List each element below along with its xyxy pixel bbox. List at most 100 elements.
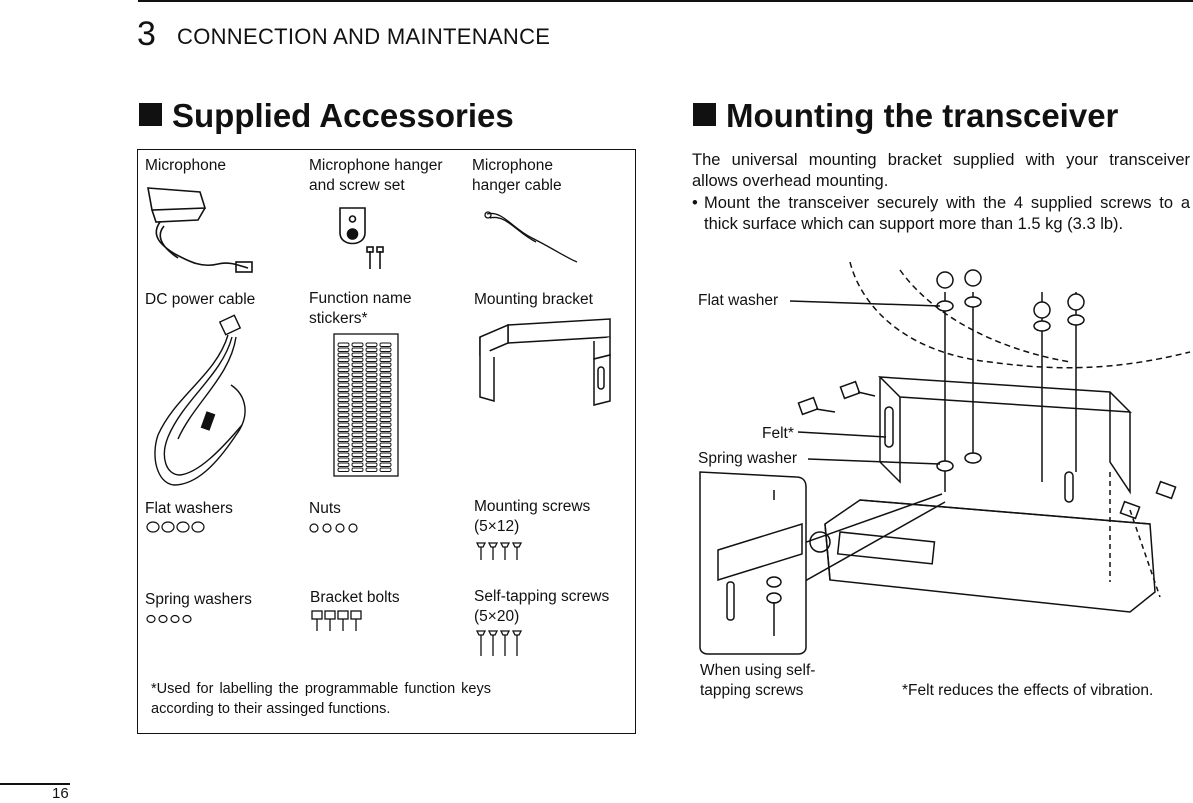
sticker-cell (365, 377, 378, 382)
sticker-cell (365, 402, 378, 407)
label-nuts: Nuts (309, 500, 341, 517)
sticker-cell (337, 427, 350, 432)
mounting-bullet: Mount the transceiver securely with the … (704, 194, 1190, 233)
sticker-cell (379, 362, 392, 367)
sticker-cell (379, 342, 392, 347)
sticker-cell (337, 347, 350, 352)
sticker-cell (337, 387, 350, 392)
mounting-screws-illustration (475, 542, 523, 560)
label-function-stickers: Function name stickers* (309, 290, 412, 327)
sticker-cell (337, 352, 350, 357)
sticker-cell (379, 452, 392, 457)
callout-flat-washer: Flat washer (698, 292, 779, 309)
label-mounting-screws: Mounting screws (5×12) (474, 498, 591, 535)
mounting-diagram (699, 261, 1191, 655)
sticker-cell (337, 437, 350, 442)
sticker-cell (337, 422, 350, 427)
label-dc-cable: DC power cable (145, 291, 256, 308)
mounting-bracket-illustration (479, 318, 611, 406)
sticker-cell (337, 382, 350, 387)
chapter-number: 3 (137, 15, 156, 53)
sticker-cell (351, 367, 364, 372)
sticker-cell (365, 392, 378, 397)
footer-rule (0, 783, 70, 785)
sticker-cell (337, 402, 350, 407)
sticker-cell (351, 392, 364, 397)
sticker-cell (351, 457, 364, 462)
caption-felt-note: *Felt reduces the effects of vibration. (902, 682, 1154, 699)
sticker-cell (365, 432, 378, 437)
sticker-cell (351, 432, 364, 437)
mounting-heading: Mounting the transceiver (693, 96, 1118, 136)
sticker-cell (379, 467, 392, 472)
sticker-cell (351, 362, 364, 367)
sticker-cell (365, 342, 378, 347)
accessories-box (137, 149, 636, 734)
sticker-cell (337, 357, 350, 362)
sticker-cell (379, 427, 392, 432)
sticker-cell (379, 367, 392, 372)
header-rule (138, 0, 1193, 2)
sticker-cell (365, 427, 378, 432)
sticker-cell (379, 357, 392, 362)
bracket-bolts-illustration (311, 610, 362, 631)
mic-hanger-illustration (339, 207, 384, 269)
sticker-cell (351, 467, 364, 472)
sticker-cell (379, 422, 392, 427)
sticker-cell (337, 377, 350, 382)
sticker-cell (337, 417, 350, 422)
flat-washers-illustration (146, 521, 205, 533)
sticker-cell (351, 342, 364, 347)
sticker-cell (351, 377, 364, 382)
mounting-title: Mounting the transceiver (726, 97, 1119, 134)
sticker-cell (379, 387, 392, 392)
sticker-cell (379, 382, 392, 387)
sticker-cell (379, 412, 392, 417)
sticker-cell (365, 352, 378, 357)
sticker-cell (365, 362, 378, 367)
sticker-cell (337, 392, 350, 397)
label-bracket-bolts: Bracket bolts (310, 589, 400, 606)
accessories-footnote: *Used for labelling the programmable fun… (151, 681, 491, 717)
accessories-heading: Supplied Accessories (139, 96, 514, 136)
sticker-cell (365, 437, 378, 442)
label-microphone: Microphone (145, 157, 226, 174)
sticker-cell (379, 447, 392, 452)
label-mounting-bracket: Mounting bracket (474, 291, 593, 308)
sticker-cell (337, 342, 350, 347)
sticker-cell (379, 377, 392, 382)
sticker-cell (365, 442, 378, 447)
sticker-cell (337, 362, 350, 367)
sticker-cell (351, 422, 364, 427)
sticker-cell (379, 407, 392, 412)
sticker-cell (351, 437, 364, 442)
dc-cable-illustration (154, 314, 246, 486)
sticker-cell (337, 412, 350, 417)
sticker-cell (365, 372, 378, 377)
label-mic-hanger-cable: Microphone hanger cable (472, 157, 562, 194)
sticker-cell (379, 347, 392, 352)
callout-felt: Felt* (762, 425, 794, 442)
sticker-cell (351, 447, 364, 452)
label-spring-washers: Spring washers (145, 591, 252, 608)
sticker-cell (337, 462, 350, 467)
sticker-cell (351, 412, 364, 417)
sticker-cell (365, 382, 378, 387)
sticker-cell (379, 417, 392, 422)
sticker-cell (351, 347, 364, 352)
microphone-illustration (147, 187, 253, 273)
square-bullet-icon (693, 103, 716, 126)
spring-washers-illustration (146, 614, 192, 624)
sticker-cell (351, 462, 364, 467)
sticker-cell (337, 447, 350, 452)
sticker-cell (365, 357, 378, 362)
sticker-cell (337, 407, 350, 412)
sticker-cell (351, 382, 364, 387)
label-self-tapping-screws: Self-tapping screws (5×20) (474, 588, 610, 625)
sticker-cell (365, 417, 378, 422)
sticker-cell (379, 392, 392, 397)
chapter-title: CONNECTION AND MAINTENANCE (177, 24, 551, 49)
sticker-cell (365, 412, 378, 417)
sticker-cell (351, 452, 364, 457)
sticker-cell (337, 432, 350, 437)
